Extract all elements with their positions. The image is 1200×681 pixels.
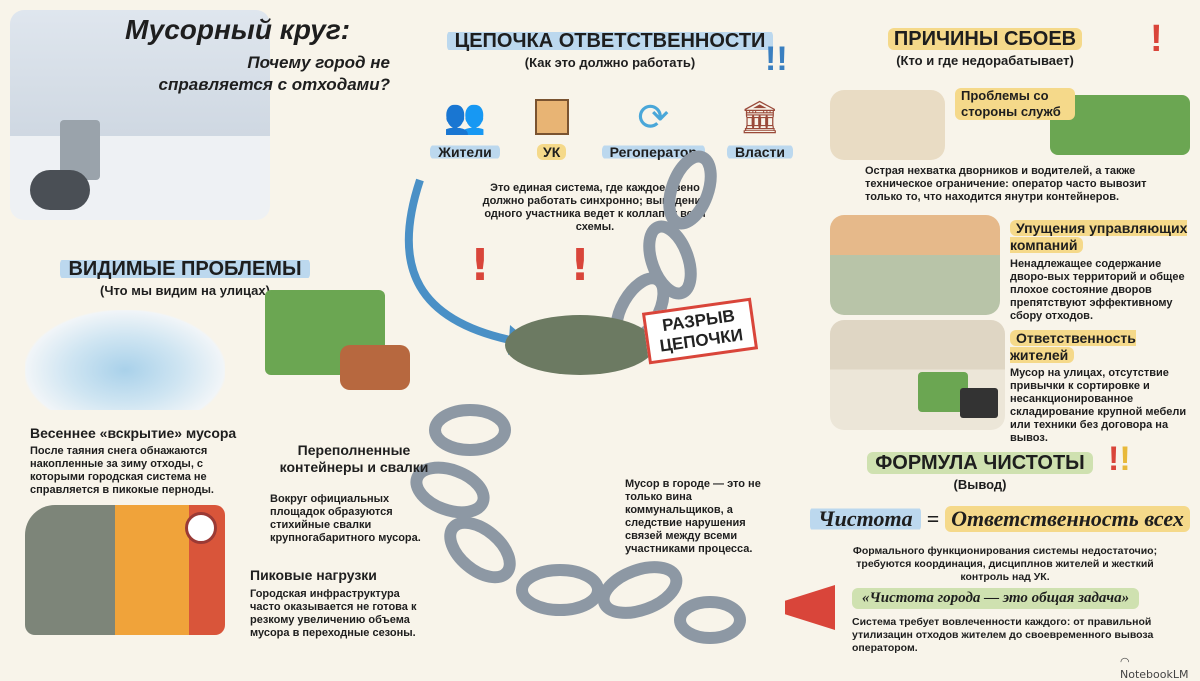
formula-equation: Чистота = Ответственность всех (805, 506, 1195, 532)
chain-header: ЦЕПОЧКА ОТВЕТСТВЕННОСТИ (Как это должно … (430, 30, 790, 70)
chain-description: Это единая система, где каждое звено дол… (482, 182, 708, 233)
broken-chain-illustration: ! ! (404, 150, 746, 644)
actor-label: Регоператор (601, 144, 705, 160)
formula-text: Формального функционирования системы нед… (852, 545, 1158, 583)
exclamation-icon: !! (1108, 440, 1131, 478)
visible-item-text: После таяния снега обнажаются накопленны… (30, 445, 214, 496)
container-icon (918, 372, 968, 412)
visible-header: ВИДИМЫЕ ПРОБЛЕМЫ (Что мы видим на улицах… (20, 258, 350, 298)
people-icon: 👥 (443, 97, 487, 137)
title-main: Мусорный круг: (125, 14, 351, 45)
cause-item-text: Острая нехватка дворников и водителей, а… (865, 165, 1147, 203)
exclamation-icon: ! (470, 240, 490, 291)
cause-item-title-text: Упущения управляющих компаний (1010, 220, 1188, 253)
recycle-icon: ⟳ (637, 95, 670, 139)
actor-label: Жители (430, 144, 500, 160)
visible-heading: ВИДИМЫЕ ПРОБЛЕМЫ (60, 258, 310, 280)
cause-item-title: Проблемы со стороны служб (955, 88, 1075, 120)
building-icon (522, 92, 582, 142)
arrow-icon (404, 178, 511, 344)
title-sub: Почему город не справляется с отходами? (158, 53, 390, 94)
causes-subheading: (Кто и где недорабатывает) (896, 53, 1074, 68)
tv-icon (960, 388, 998, 418)
formula-left: Чистота (810, 506, 921, 532)
formula-equals: = (926, 506, 940, 531)
chain-heading: ЦЕПОЧКА ОТВЕТСТВЕННОСТИ (446, 30, 774, 52)
exclamation-icon: !! (765, 40, 788, 78)
causes-header: ПРИЧИНЫ СБОЕВ (Кто и где недорабатывает) (870, 28, 1100, 68)
chain-break-text: РАЗРЫВ ЦЕПОЧКИ (658, 306, 745, 356)
trash-bags-icon (30, 170, 90, 210)
formula-heading: ФОРМУЛА ЧИСТОТЫ (867, 452, 1093, 474)
cause-item-text: Ненадлежащее содержание дворо-вых террит… (1010, 258, 1185, 322)
visible-item-title: Пиковые нагрузки (250, 567, 377, 583)
clock-icon (185, 512, 217, 544)
notebooklm-brand: ◠ NotebookLM (1120, 655, 1200, 681)
actor-residents: 👥 Жители (425, 92, 505, 161)
visible-item-title: Переполненные контейнеры и свалки (279, 442, 429, 475)
actor-label: Власти (726, 144, 793, 160)
notebooklm-logo-icon: ◠ (1120, 655, 1130, 668)
cause-item-title: Упущения управляющих компаний (1010, 220, 1190, 254)
cause-item-text: Мусор на улицах, отсутствие привычки к с… (1010, 367, 1187, 444)
visible-item-text: Городская инфраструктура часто оказывает… (250, 588, 417, 639)
visible-subheading: (Что мы видим на улицах) (100, 283, 270, 298)
actors-row: 👥 Жители УК ⟳ Регоператор 🏛 Власти (425, 92, 795, 161)
cause-item-title-text: Ответственность жителей (1010, 330, 1136, 363)
actor-operator: ⟳ Регоператор (598, 92, 708, 161)
actor-label: УК (537, 144, 567, 160)
courtyard-illustration (830, 215, 1000, 315)
chain-subheading: (Как это должно работать) (524, 55, 696, 70)
snow-puddle-illustration (25, 310, 225, 410)
workers-illustration (830, 90, 945, 160)
causes-heading: ПРИЧИНЫ СБОЕВ (887, 28, 1083, 50)
visible-item-title: Весеннее «вскрытие» мусора (30, 425, 237, 441)
formula-right: Ответственность всех (945, 506, 1190, 532)
formula-header: ФОРМУЛА ЧИСТОТЫ (Вывод) (860, 452, 1100, 492)
chain-break-text: Мусор в городе — это не только вина комм… (625, 478, 761, 555)
actor-uk: УК (522, 92, 582, 161)
exclamation-icon: ! (1150, 18, 1163, 60)
cause-item-title: Ответственность жителей (1010, 330, 1190, 364)
formula-subheading: (Вывод) (953, 477, 1007, 492)
svg-text:!: ! (570, 240, 590, 291)
formula-quote-text: Система требует вовлеченности каждого: о… (852, 616, 1154, 654)
government-icon: 🏛 (739, 98, 781, 136)
sofa-icon (340, 345, 410, 390)
visible-item-text: Вокруг официальных площадок образуются с… (270, 493, 421, 544)
actor-authorities: 🏛 Власти (725, 92, 795, 161)
formula-quote: «Чистота города — это общая задача» (852, 588, 1140, 609)
